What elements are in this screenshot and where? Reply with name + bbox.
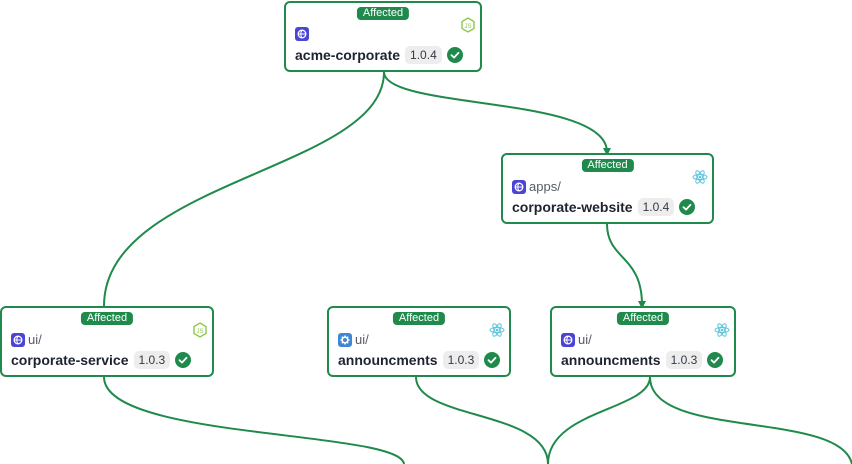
project-scope: ui/ [338,332,369,347]
project-name: announcments [338,352,438,368]
project-node-announcments-cog[interactable]: Affected ui/ announcments 1.0.3 [327,306,511,377]
svg-text:JS: JS [464,24,471,30]
affected-badge: Affected [356,7,410,20]
edge-announcments-left-down [415,376,549,464]
project-node-corporate-service[interactable]: Affected ui/ JS corporate-service 1.0.3 [0,306,214,377]
edge-announcments-right-down-a [547,376,651,464]
globe-icon [561,332,575,347]
cog-icon [338,332,352,347]
check-icon [679,199,696,215]
check-icon [707,352,724,368]
project-scope: ui/ [11,332,42,347]
project-scope: apps/ [512,179,561,194]
version-tag: 1.0.4 [405,46,442,64]
check-icon [175,352,192,368]
node-icon: JS [192,322,208,338]
edge-announcments-right-down-b [649,376,852,464]
project-scope-label: apps/ [529,179,561,194]
project-name: corporate-service [11,352,129,368]
project-node-announcments-globe[interactable]: Affected ui/ announcments 1.0.3 [550,306,736,377]
react-icon [714,322,730,338]
globe-icon [11,332,25,347]
version-tag: 1.0.4 [637,198,675,216]
react-icon [489,322,505,338]
project-name: corporate-website [512,199,633,215]
project-node-acme-corporate[interactable]: Affected JS acme-corporate 1.0.4 [284,1,482,72]
project-scope [295,27,312,41]
version-tag: 1.0.3 [133,351,171,369]
version-tag: 1.0.3 [665,351,703,369]
project-main-line: acme-corporate 1.0.4 [295,46,463,64]
project-scope-label: ui/ [28,332,42,347]
project-main-line: corporate-website 1.0.4 [512,198,696,216]
version-tag: 1.0.3 [442,351,480,369]
globe-icon [295,27,309,41]
project-scope: ui/ [561,332,592,347]
project-scope-label: ui/ [355,332,369,347]
affected-badge: Affected [392,312,446,325]
edge-corporate-service-down [103,376,405,464]
project-main-line: announcments 1.0.3 [561,351,724,369]
edge-acme-to-corporate-website [383,71,611,156]
project-node-corporate-website[interactable]: Affected apps/ corporate-website 1.0.4 [501,153,714,224]
affected-badge: Affected [581,159,634,172]
affected-badge: Affected [80,312,134,325]
node-icon: JS [460,17,476,33]
globe-icon [512,179,526,194]
check-icon [484,352,501,368]
project-name: announcments [561,352,661,368]
check-icon [446,47,463,63]
edge-website-to-announcments [606,223,646,309]
react-icon [692,169,708,185]
affected-badge: Affected [616,312,670,325]
edge-acme-to-corporate-service [103,71,385,307]
project-main-line: corporate-service 1.0.3 [11,351,192,369]
project-main-line: announcments 1.0.3 [338,351,501,369]
project-scope-label: ui/ [578,332,592,347]
project-name: acme-corporate [295,47,401,63]
svg-text:JS: JS [196,329,203,335]
